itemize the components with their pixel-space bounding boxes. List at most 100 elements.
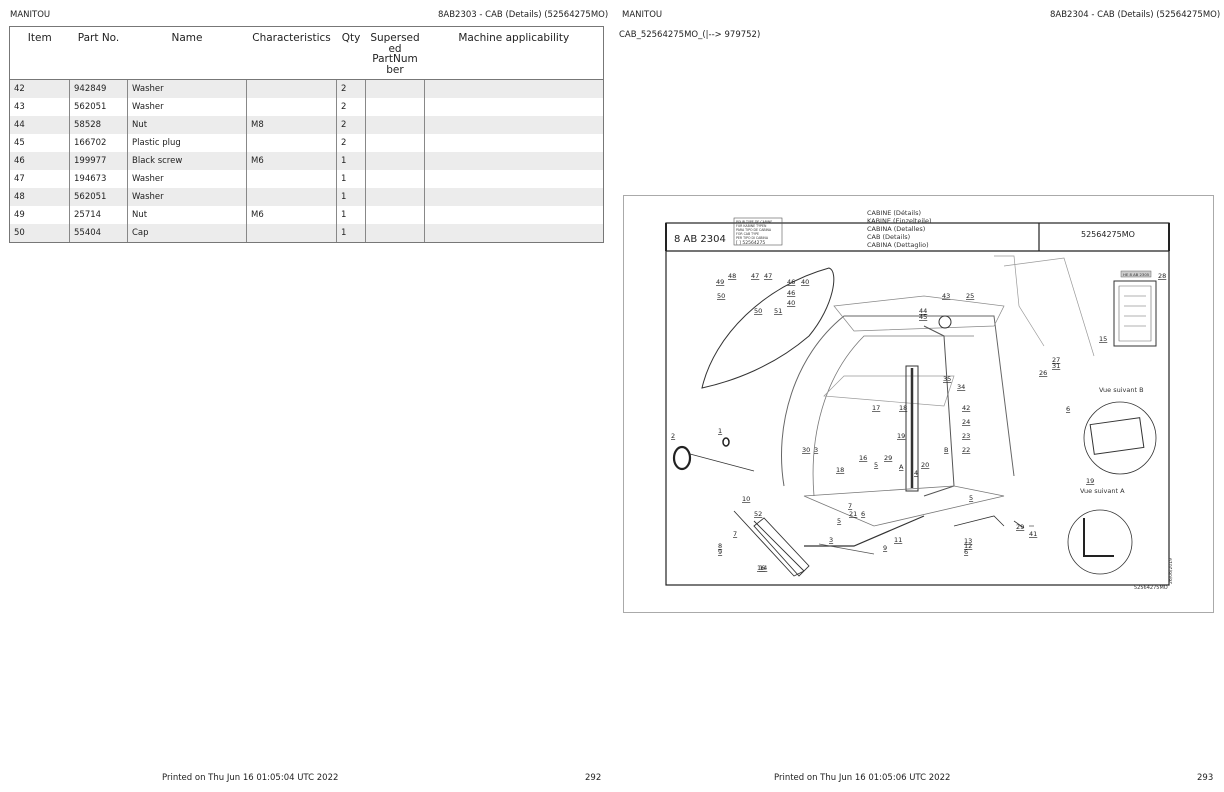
cell-characteristics: M6 [246, 206, 337, 224]
detail-b-circle [1083, 401, 1157, 475]
cell-name: Washer [127, 98, 247, 116]
callout-number: A [899, 463, 904, 471]
callout-number: 31 [1052, 362, 1060, 370]
callout-number: 22 [962, 446, 970, 454]
cab-type-line: FUR KABINE TYPEN [736, 224, 767, 228]
callout-number: 26 [1039, 369, 1047, 377]
callout-number: 41 [1029, 530, 1037, 538]
cell-qty: 1 [336, 152, 366, 170]
cab-type-line: POUR TYPE DE CABINE [736, 220, 772, 224]
cell-name: Nut [127, 116, 247, 134]
diagram-title-it: CABINA (Dettaglio) [867, 241, 929, 249]
diagram-border [665, 222, 1170, 586]
printed-left: Printed on Thu Jun 16 01:05:04 UTC 2022 [162, 773, 339, 783]
callout-number: 11 [894, 536, 902, 544]
cell-item: 48 [9, 188, 70, 206]
diagram-ref: 52564275MO [1081, 230, 1135, 239]
cell-superseded [365, 79, 425, 98]
cell-superseded [365, 116, 425, 134]
callout-number: 27 [1052, 356, 1060, 364]
callout-number: 46 [787, 289, 795, 297]
cell-superseded [365, 98, 425, 116]
cell-name: Black screw [127, 152, 247, 170]
cell-name: Plastic plug [127, 134, 247, 152]
cell-qty: 1 [336, 188, 366, 206]
cab-type-line: FOR CAB TYPE [736, 232, 759, 236]
cell-item: 50 [9, 224, 70, 243]
callout-number: 30 [802, 446, 810, 454]
cell-superseded [365, 134, 425, 152]
callout-number: 8 [718, 542, 722, 550]
cell-item: 47 [14, 174, 25, 184]
cell-characteristics [246, 188, 337, 206]
callout-number: 20 [921, 461, 929, 469]
cell-machine-applicability [424, 79, 604, 98]
view-a-label: Vue suivant A [1080, 487, 1125, 495]
cell-characteristics [246, 98, 337, 116]
cell-item: 42 [9, 79, 70, 98]
cell-part-no: 562051 [69, 188, 128, 206]
cell-item: 45 [14, 138, 25, 148]
hvac-unit [1113, 280, 1157, 347]
callout-number: 2 [671, 432, 675, 440]
cell-part-no: 166702 [69, 134, 128, 152]
brand-left: MANITOU [10, 10, 51, 20]
cell-part-no: 25714 [69, 206, 128, 224]
callout-number: 28 [1158, 272, 1166, 280]
callout-number: 9 [718, 548, 722, 556]
col-machine-applicability: Machine applicability [424, 26, 604, 80]
cell-characteristics [246, 134, 337, 152]
cell-qty: 1 [336, 224, 366, 243]
bottom-ref: 52564275MO [1134, 585, 1168, 591]
callout-number: 25 [966, 292, 974, 300]
callout-number: 51 [774, 307, 782, 315]
cell-item: 43 [14, 102, 25, 112]
col-characteristics: Characteristics [246, 26, 337, 80]
callout-number: 48 [728, 272, 736, 280]
cell-superseded [365, 224, 425, 243]
callout-number: 40 [787, 299, 795, 307]
callout-number: 19 [897, 432, 905, 440]
diagram-subtitle: CAB_52564275MO_(|--> 979752) [619, 30, 761, 40]
cell-superseded [365, 206, 425, 224]
callout-number: 42 [962, 404, 970, 412]
cell-part-no: 194673 [69, 170, 128, 188]
step [753, 517, 810, 577]
cell-part-no: 562051 [69, 98, 128, 116]
view-b-label: Vue suivant B [1099, 386, 1144, 394]
cell-characteristics [246, 170, 337, 188]
cell-name: Washer [127, 188, 247, 206]
callout-number: 29 [1016, 523, 1024, 531]
callout-number: 1 [718, 427, 722, 435]
cell-machine-applicability [424, 188, 604, 206]
cell-name: Washer [127, 170, 247, 188]
page-number-left: 292 [585, 773, 602, 783]
cell-qty: 2 [336, 116, 366, 134]
cab-type-line: PER TIPO DI CABINA [736, 236, 769, 240]
col-superseded: Supersed ed PartNum ber [365, 26, 425, 80]
door-post [905, 365, 919, 492]
callout-number: 14 [759, 564, 767, 572]
callout-number: 7 [848, 502, 852, 510]
callout-number: 40 [801, 278, 809, 286]
callout-number: B [944, 446, 948, 454]
callout-number: 50 [754, 307, 762, 315]
cell-machine-applicability [424, 98, 604, 116]
callout-number: 19 [1086, 477, 1094, 485]
callout-number: 10 [742, 495, 750, 503]
header-ref-right: 8AB2304 - CAB (Details) (52564275MO) [1050, 10, 1221, 20]
cell-part-no: 942849 [69, 79, 128, 98]
cell-item: 44 [9, 116, 70, 134]
cell-machine-applicability [424, 206, 604, 224]
windshield [701, 267, 835, 389]
callout-number: 45 [919, 313, 927, 321]
callout-number: 24 [962, 418, 970, 426]
callout-number: 5 [874, 461, 878, 469]
cell-part-no: 55404 [69, 224, 128, 243]
